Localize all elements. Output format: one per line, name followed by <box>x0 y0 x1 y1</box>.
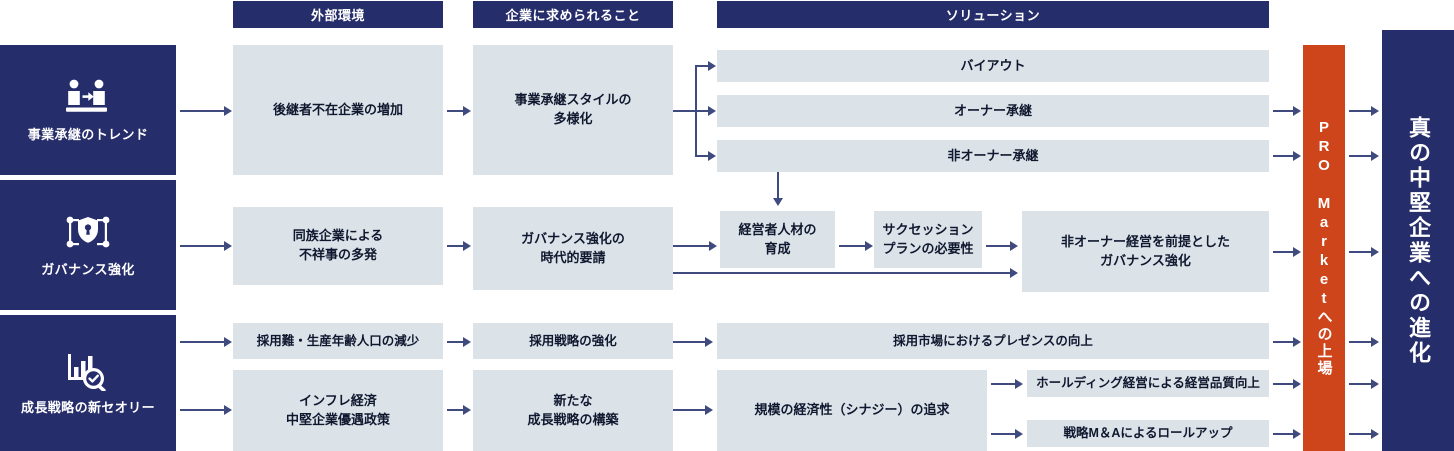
arrowhead-cat1-ext1 <box>224 106 232 116</box>
connector-scale-to-ma <box>991 433 1019 435</box>
external-box-2: 同族企業による不祥事の多発 <box>233 207 443 285</box>
arrowhead-ext3-req3 <box>463 337 471 347</box>
arrowhead-talent <box>709 241 717 251</box>
category-tile-growth: 成長戦略の新セオリー <box>0 315 176 451</box>
connector-ext1-req1 <box>447 110 467 112</box>
connector-req2-bypass-nonowner-gov <box>673 272 1014 274</box>
connector-cat3-ext3 <box>180 341 228 343</box>
connector-ext2-req2 <box>447 245 467 247</box>
connector-req4-scale <box>673 409 709 411</box>
connector-listing-final-6 <box>1349 433 1375 435</box>
column-header-solution: ソリューション <box>717 1 1269 28</box>
column-header-external: 外部環境 <box>233 1 443 28</box>
connector-branch-to-buyout <box>695 65 711 67</box>
connector-listing-final-2 <box>1349 155 1375 157</box>
arrowhead-nonowner-gov-bottom <box>1010 268 1018 278</box>
connector-listing-final-4 <box>1349 341 1375 343</box>
connector-cat2-ext2 <box>180 245 228 247</box>
arrowhead-listing-6 <box>1293 429 1301 439</box>
solution-box-nonowner-governance: 非オーナー経営を前提としたガバナンス強化 <box>1022 211 1269 292</box>
arrowhead-nonowner <box>708 151 716 161</box>
connector-ma-to-listing <box>1273 433 1297 435</box>
arrowhead-final-4 <box>1371 337 1379 347</box>
category-tile-governance: ガバナンス強化 <box>0 180 176 310</box>
connector-listing-final-5 <box>1349 383 1375 385</box>
connector-owner-to-listing <box>1273 110 1297 112</box>
connector-ext3-req3 <box>447 341 467 343</box>
bar-chart-magnifier-check-icon <box>65 351 111 391</box>
arrowhead-nonowner-gov-top <box>1010 241 1018 251</box>
arrowhead-listing-2 <box>1293 151 1301 161</box>
arrowhead-listing-1 <box>1293 106 1301 116</box>
category-label-governance: ガバナンス強化 <box>41 261 135 277</box>
external-box-4: インフレ経済中堅企業優遇政策 <box>233 370 443 451</box>
arrowhead-down-talent <box>773 198 783 206</box>
connector-presence-to-listing <box>1273 341 1297 343</box>
connector-branch-to-nonowner <box>695 155 711 157</box>
arrowhead-holding <box>1015 379 1023 389</box>
arrowhead-buyout <box>708 61 716 71</box>
arrowhead-final-6 <box>1371 429 1379 439</box>
arrowhead-listing-3 <box>1293 247 1301 257</box>
arrowhead-ext1-req1 <box>463 106 471 116</box>
arrowhead-final-2 <box>1371 151 1379 161</box>
category-label-succession: 事業承継のトレンド <box>27 126 149 142</box>
connector-nonowner-to-listing <box>1273 155 1297 157</box>
solution-box-ma-rollup: 戦略M＆Aによるロールアップ <box>1027 420 1269 447</box>
category-tile-succession: 事業承継のトレンド <box>0 45 176 175</box>
external-box-1: 後継者不在企業の増加 <box>233 45 443 175</box>
connector-talent-to-plan <box>839 245 869 247</box>
column-header-required: 企業に求められること <box>473 1 673 28</box>
connector-branch-to-owner <box>695 110 711 112</box>
solution-box-holding-management: ホールディング経営による経営品質向上 <box>1027 370 1269 397</box>
arrowhead-ext2-req2 <box>463 241 471 251</box>
solution-box-recruiting-presence: 採用市場におけるプレゼンスの向上 <box>717 323 1269 359</box>
solution-box-talent-development: 経営者人材の育成 <box>720 211 835 268</box>
arrowhead-listing-4 <box>1293 337 1301 347</box>
solution-box-owner-succession: オーナー承継 <box>717 95 1269 127</box>
connector-req2-talent <box>673 245 713 247</box>
arrowhead-ma-rollup <box>1015 429 1023 439</box>
required-box-1: 事業承継スタイルの多様化 <box>473 45 673 175</box>
arrowhead-final-1 <box>1371 106 1379 116</box>
required-box-2: ガバナンス強化の時代的要請 <box>473 207 673 290</box>
connector-holding-to-listing <box>1273 383 1297 385</box>
arrowhead-final-3 <box>1371 247 1379 257</box>
solution-box-buyout: バイアウト <box>717 50 1269 82</box>
arrowhead-succession-plan <box>865 241 873 251</box>
connector-req3-presence <box>673 341 709 343</box>
connector-nonowner-to-talent <box>777 172 779 202</box>
connector-cat1-ext1 <box>180 110 228 112</box>
connector-plan-to-nonowner-gov <box>986 245 1014 247</box>
arrowhead-final-5 <box>1371 379 1379 389</box>
solution-box-nonowner-succession: 非オーナー承継 <box>717 140 1269 172</box>
connector-cat3-ext4 <box>180 409 228 411</box>
connector-gov-to-listing <box>1273 251 1297 253</box>
connector-listing-final-1 <box>1349 110 1375 112</box>
arrowhead-cat3-ext3 <box>224 337 232 347</box>
arrowhead-presence <box>705 337 713 347</box>
connector-req1-branchstem <box>673 110 697 112</box>
people-handover-icon <box>65 78 111 118</box>
connector-ext4-req4 <box>447 409 467 411</box>
arrowhead-cat3-ext4 <box>224 405 232 415</box>
shield-keyhole-network-icon <box>65 213 111 253</box>
arrowhead-owner <box>708 106 716 116</box>
arrowhead-scale <box>705 405 713 415</box>
arrowhead-listing-5 <box>1293 379 1301 389</box>
arrowhead-ext4-req4 <box>463 405 471 415</box>
final-outcome-bar: 真の中堅企業への進化 <box>1382 30 1454 451</box>
category-label-growth: 成長戦略の新セオリー <box>20 399 155 415</box>
connector-scale-to-holding <box>991 383 1019 385</box>
required-box-3: 採用戦略の強化 <box>473 323 673 359</box>
external-box-3: 採用難・生産年齢人口の減少 <box>233 323 443 359</box>
listing-bar-pro-market: PRO Marketへの上場 <box>1303 45 1345 451</box>
solution-box-succession-plan: サクセッションプランの必要性 <box>874 211 982 268</box>
required-box-4: 新たな成長戦略の構築 <box>473 370 673 451</box>
connector-listing-final-3 <box>1349 251 1375 253</box>
arrowhead-cat2-ext2 <box>224 241 232 251</box>
solution-box-scale-economy: 規模の経済性（シナジー）の追求 <box>717 370 987 451</box>
